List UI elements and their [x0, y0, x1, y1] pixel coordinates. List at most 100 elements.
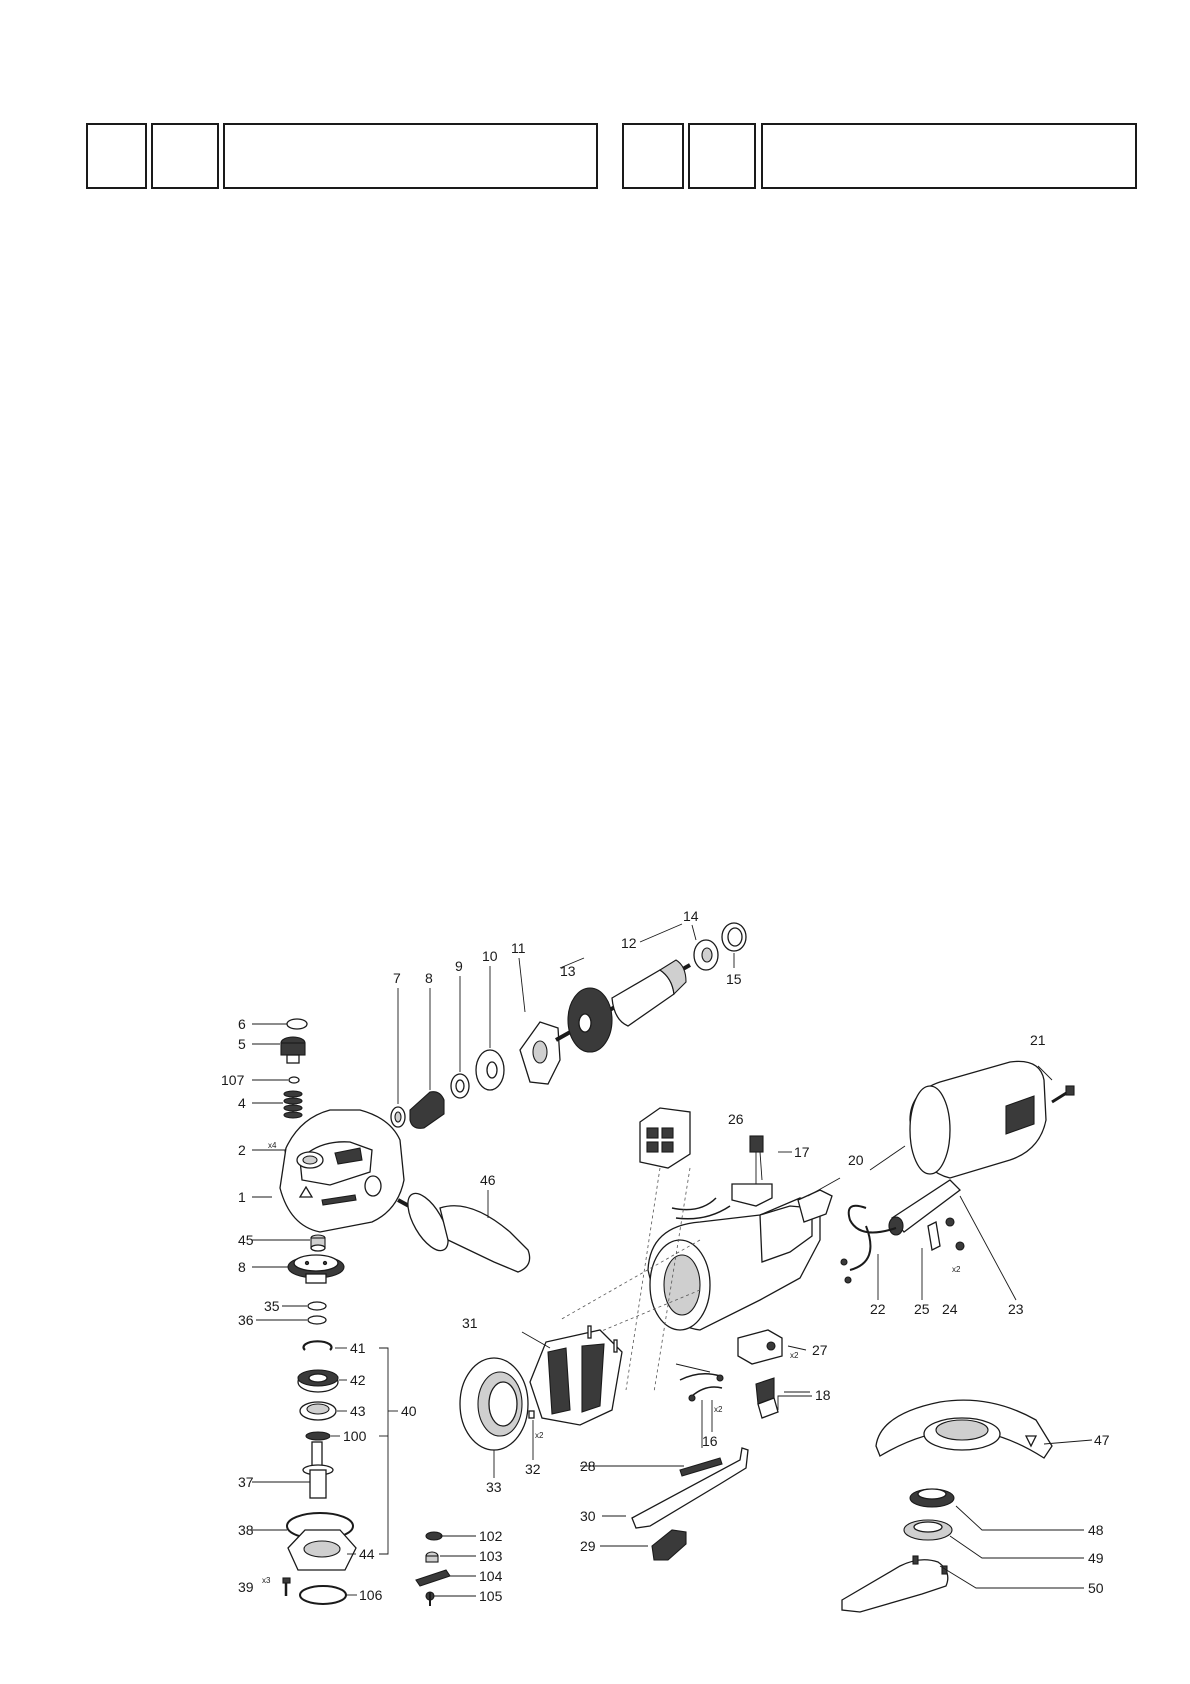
part-10-bearing	[475, 1049, 505, 1091]
part-49-inner-flange	[903, 1519, 953, 1541]
label-15: 15	[726, 971, 742, 987]
header-box-1	[86, 123, 147, 189]
part-106-o-ring	[299, 1585, 347, 1605]
label-21: 21	[1030, 1032, 1046, 1048]
part-104-lever	[415, 1569, 451, 1587]
label-40: 40	[401, 1403, 417, 1419]
switch-wires	[671, 1197, 731, 1220]
label-11: 11	[511, 940, 526, 956]
part-37-spindle	[302, 1441, 334, 1499]
header-box-2	[151, 123, 219, 189]
label-36: 36	[238, 1312, 254, 1328]
label-49: 49	[1088, 1550, 1104, 1566]
label-10: 10	[482, 948, 498, 964]
label-37: 37	[238, 1474, 254, 1490]
part-46-side-handle	[397, 1192, 531, 1273]
label-24: 24	[942, 1301, 958, 1317]
label-26: 26	[728, 1111, 744, 1127]
label-43: 43	[350, 1403, 366, 1419]
part-48-flange-nut	[909, 1488, 955, 1508]
part-26-switch	[639, 1107, 691, 1169]
part-30-switch-rod	[631, 1447, 749, 1529]
part-107-ring	[288, 1076, 300, 1084]
wire-terminal	[688, 1394, 696, 1402]
part-9-washer	[450, 1073, 470, 1099]
part-43-retaining-plate	[299, 1401, 337, 1421]
header-box-4	[622, 123, 684, 189]
label-31: 31	[462, 1315, 478, 1331]
part-45-bushing	[310, 1234, 326, 1252]
part-44-bearing-flange	[287, 1529, 357, 1571]
part-36-washer	[307, 1315, 327, 1325]
part-8-bevel-gear	[287, 1254, 345, 1284]
label-106: 106	[359, 1587, 383, 1603]
label-28: 28	[580, 1458, 596, 1474]
label-100: 100	[343, 1428, 367, 1444]
part-5-spindle-lock-button	[280, 1036, 306, 1064]
qty-27: x2	[790, 1351, 799, 1360]
part-16-wire	[679, 1373, 723, 1397]
part-11-fan	[519, 1021, 561, 1085]
qty-24: x2	[952, 1265, 961, 1274]
label-1: 1	[238, 1189, 246, 1205]
label-30: 30	[580, 1508, 596, 1524]
part-15-bearing-sleeve	[721, 922, 747, 952]
part-41-circlip	[302, 1340, 333, 1351]
label-29: 29	[580, 1538, 596, 1554]
header-box-5	[688, 123, 756, 189]
header-box-3	[223, 123, 598, 189]
label-5: 5	[238, 1036, 246, 1052]
part-31-stator	[529, 1325, 623, 1426]
label-32: 32	[525, 1461, 541, 1477]
part-labels: 6 5 107 4 2 x4 1 45 8 35 36 41 42 43 40 …	[221, 908, 1110, 1604]
part-27-brush-holder	[737, 1329, 783, 1365]
part-4-spring	[283, 1090, 303, 1119]
part-21-screw	[1051, 1085, 1075, 1104]
part-24-screws	[840, 1217, 965, 1284]
label-16: 16	[702, 1433, 718, 1449]
part-105-screw	[425, 1591, 435, 1606]
part-31-motor-housing	[647, 1197, 821, 1331]
part-35-washer	[307, 1301, 327, 1311]
label-38: 38	[238, 1522, 254, 1538]
label-27: 27	[812, 1342, 828, 1358]
label-25: 25	[914, 1301, 930, 1317]
label-35: 35	[264, 1298, 280, 1314]
part-102-spring-clip	[425, 1531, 443, 1541]
label-45: 45	[238, 1232, 254, 1248]
label-39: 39	[238, 1579, 254, 1595]
part-8-pinion	[409, 1091, 445, 1129]
label-47: 47	[1094, 1432, 1110, 1448]
label-20: 20	[848, 1152, 864, 1168]
qty-39: x3	[262, 1576, 271, 1585]
part-50-spanner	[841, 1555, 949, 1613]
label-44: 44	[359, 1546, 375, 1562]
label-6: 6	[238, 1016, 246, 1032]
label-12: 12	[621, 935, 637, 951]
label-13: 13	[560, 963, 576, 979]
part-25-cable-clamp	[927, 1221, 941, 1251]
label-22: 22	[870, 1301, 886, 1317]
part-20-cover	[797, 1189, 833, 1223]
label-102: 102	[479, 1528, 503, 1544]
part-33-baffle	[459, 1357, 529, 1451]
label-8-pinion: 8	[425, 970, 433, 986]
label-9: 9	[455, 958, 463, 974]
part-28-spring	[679, 1457, 723, 1477]
label-7: 7	[393, 970, 401, 986]
part-13-armature	[555, 959, 691, 1053]
label-50: 50	[1088, 1580, 1104, 1596]
leader-lines	[252, 923, 1093, 1597]
part-20-rear-housing	[909, 1060, 1047, 1179]
label-105: 105	[479, 1588, 503, 1604]
part-22-cable	[847, 1204, 897, 1271]
part-42-bearing	[297, 1369, 339, 1393]
label-46: 46	[480, 1172, 496, 1188]
part-6-o-ring	[286, 1018, 308, 1030]
label-33: 33	[486, 1479, 502, 1495]
label-42: 42	[350, 1372, 366, 1388]
label-4: 4	[238, 1095, 246, 1111]
part-47-wheel-guard	[875, 1399, 1053, 1459]
label-48: 48	[1088, 1522, 1104, 1538]
